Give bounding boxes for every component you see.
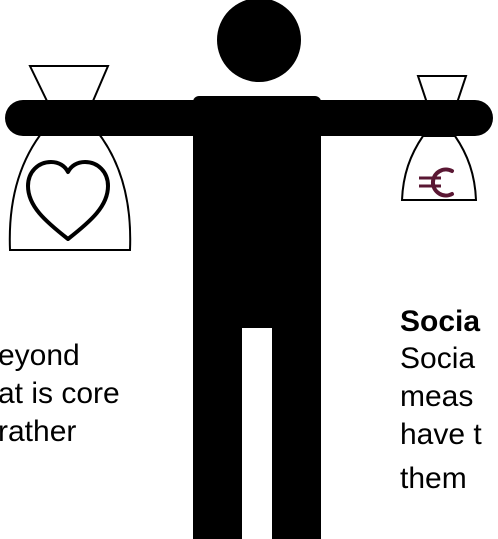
euro-icon: [419, 167, 454, 198]
left-text-line-2: at is core: [0, 377, 120, 410]
person-head: [217, 0, 301, 82]
right-text-line-1: Socia: [400, 342, 476, 375]
right-bag-body: [400, 135, 478, 201]
right-bag-neck: [416, 75, 468, 104]
person-figure: [5, 0, 493, 539]
person-right-leg: [272, 300, 321, 539]
left-text-line-3: rather: [0, 415, 77, 448]
heart-icon: [26, 160, 110, 241]
person-left-leg: [193, 300, 242, 539]
person-torso: [193, 96, 321, 328]
left-bag-body: [8, 129, 132, 251]
left-text-line-1: eyond: [0, 339, 80, 372]
right-heading: Socia: [400, 305, 481, 338]
right-money-bag: [400, 75, 478, 201]
right-text-line-4: them: [400, 462, 467, 495]
left-money-bag: [8, 65, 132, 251]
left-bag-neck: [28, 65, 110, 102]
right-text-line-3: have t: [400, 418, 482, 451]
right-text-line-2: meas: [400, 380, 474, 413]
